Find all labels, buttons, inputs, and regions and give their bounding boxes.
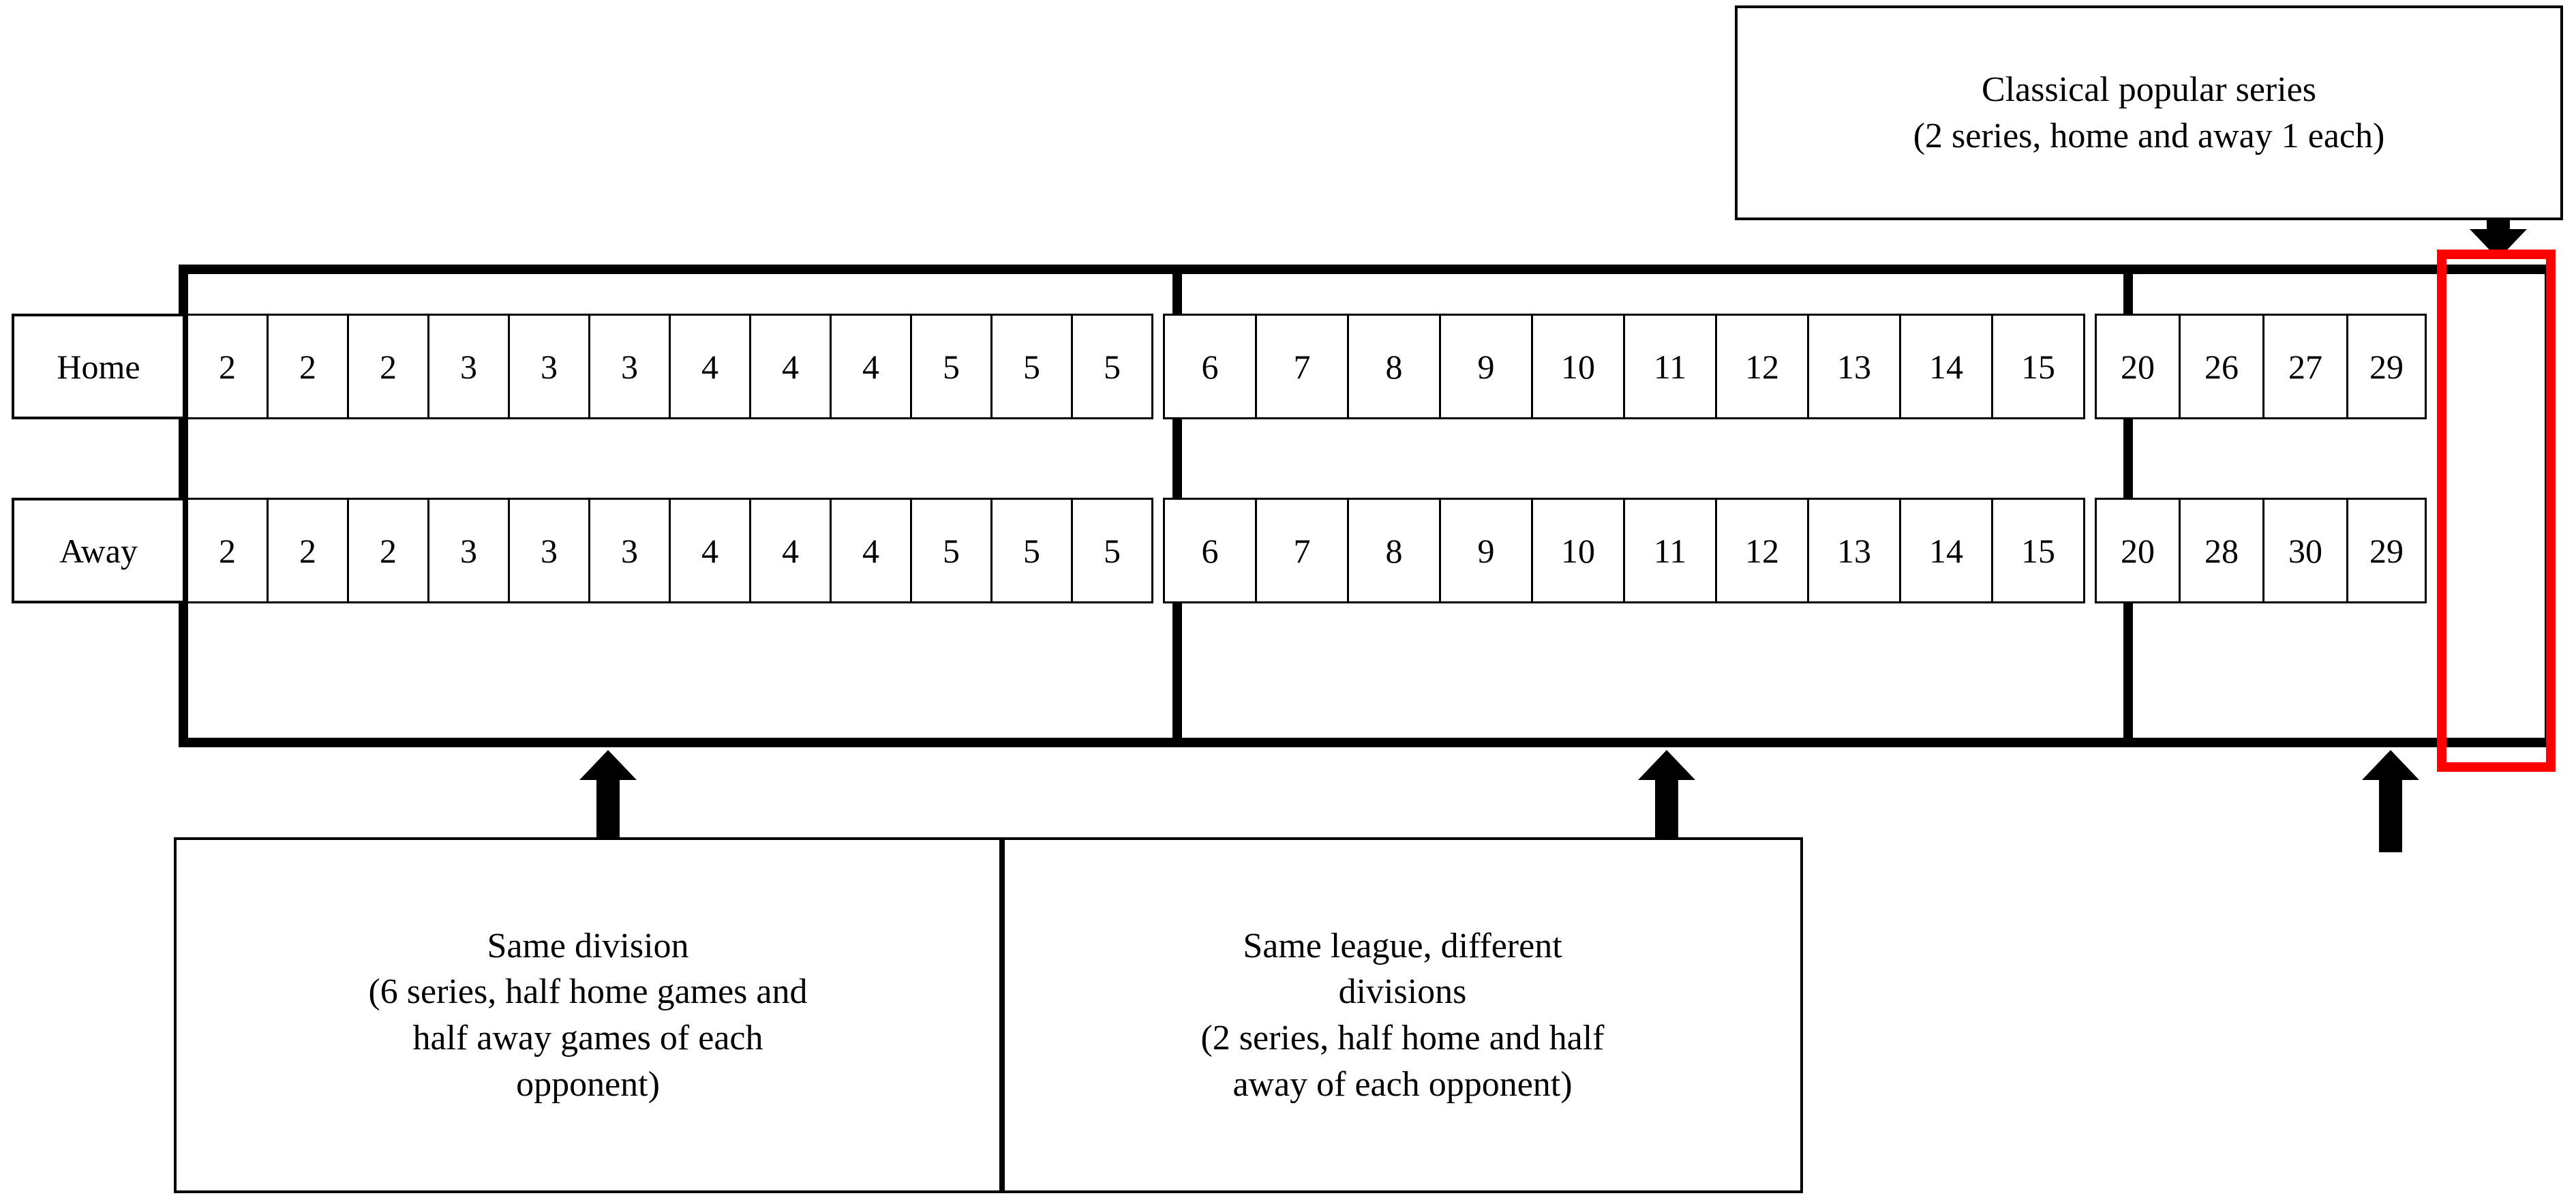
table-cell: 6 (1163, 314, 1257, 419)
table-cell: 4 (669, 498, 751, 603)
group-classical-away: 29 (2346, 498, 2427, 603)
table-cell: 5 (990, 314, 1073, 419)
table-cell: 4 (830, 498, 912, 603)
table-cell: 3 (508, 498, 590, 603)
table-cell: 9 (1439, 498, 1533, 603)
table-cell: 11 (1623, 314, 1717, 419)
table-cell: 5 (910, 498, 992, 603)
arrow-classical-to-column (2470, 220, 2527, 259)
table-cell: 7 (1255, 314, 1349, 419)
table-cell: 10 (1531, 314, 1625, 419)
row-label-away: Away (12, 498, 185, 603)
callout-line: divisions (1338, 972, 1467, 1012)
table-cell: 2 (347, 314, 429, 419)
table-cell: 14 (1899, 498, 1993, 603)
table-cell: 13 (1807, 314, 1901, 419)
table-cell-highlighted: 29 (2346, 314, 2427, 419)
group-interleague-away: 20 28 30 (2095, 498, 2348, 603)
table-cell: 4 (749, 314, 832, 419)
table-cell: 2 (267, 498, 349, 603)
same-division-callout: Same division (6 series, half home games… (174, 837, 1002, 1193)
table-cell: 4 (749, 498, 832, 603)
table-cell: 5 (990, 498, 1073, 603)
table-cell: 15 (1991, 314, 2085, 419)
table-cell: 12 (1715, 498, 1809, 603)
table-cell: 26 (2179, 314, 2264, 419)
table-cell: 13 (1807, 498, 1901, 603)
table-cell: 3 (588, 314, 671, 419)
table-cell: 20 (2095, 498, 2181, 603)
callout-line: Same division (487, 926, 689, 965)
table-cell: 3 (508, 314, 590, 419)
table-cell: 11 (1623, 498, 1717, 603)
table-cell: 9 (1439, 314, 1533, 419)
table-cell: 27 (2262, 314, 2348, 419)
row-label-home: Home (12, 314, 185, 419)
arrow-interleague (2362, 750, 2419, 852)
group-classical-home: 29 (2346, 314, 2427, 419)
table-cell: 2 (186, 498, 269, 603)
table-cell: 2 (267, 314, 349, 419)
table-cell: 3 (427, 498, 510, 603)
group-same-division-home: 2 2 2 3 3 3 4 4 4 5 5 5 (186, 314, 1153, 419)
table-cell: 4 (830, 314, 912, 419)
callout-line: (6 series, half home games and (368, 972, 808, 1012)
arrow-same-division (579, 750, 637, 849)
row-label-home-text: Home (57, 347, 140, 386)
group-same-division-away: 2 2 2 3 3 3 4 4 4 5 5 5 (186, 498, 1153, 603)
table-cell: 2 (347, 498, 429, 603)
table-cell: 5 (1071, 498, 1153, 603)
callout-line: (2 series, half home and half (1200, 1019, 1605, 1058)
table-cell: 3 (427, 314, 510, 419)
table-cell: 4 (669, 314, 751, 419)
callout-line: (2 series, home and away 1 each) (1913, 116, 2385, 155)
table-cell: 15 (1991, 498, 2085, 603)
row-label-away-text: Away (59, 531, 138, 570)
group-same-league-home: 6 7 8 9 10 11 12 13 14 15 (1163, 314, 2085, 419)
table-cell: 7 (1255, 498, 1349, 603)
table-cell: 28 (2179, 498, 2264, 603)
same-league-different-divisions-callout: Same league, different divisions (2 seri… (1002, 837, 1803, 1193)
table-cell: 5 (910, 314, 992, 419)
table-cell: 5 (1071, 314, 1153, 419)
callout-line: Classical popular series (1982, 70, 2316, 109)
table-cell: 12 (1715, 314, 1809, 419)
table-cell-highlighted: 29 (2346, 498, 2427, 603)
table-cell: 6 (1163, 498, 1257, 603)
arrow-same-league (1638, 750, 1695, 849)
callout-line: away of each opponent) (1232, 1064, 1573, 1104)
table-cell: 10 (1531, 498, 1625, 603)
callout-line: Same league, different (1243, 926, 1562, 965)
table-cell: 2 (186, 314, 269, 419)
table-cell: 30 (2262, 498, 2348, 603)
table-cell: 8 (1347, 498, 1441, 603)
group-interleague-home: 20 26 27 (2095, 314, 2348, 419)
callout-line: opponent) (516, 1064, 660, 1104)
callout-line: half away games of each (412, 1019, 763, 1058)
table-row-away: 2 2 2 3 3 3 4 4 4 5 5 5 6 7 8 9 10 11 12… (186, 498, 2427, 603)
table-cell: 8 (1347, 314, 1441, 419)
table-cell: 14 (1899, 314, 1993, 419)
table-row-home: 2 2 2 3 3 3 4 4 4 5 5 5 6 7 8 9 10 11 12… (186, 314, 2427, 419)
group-same-league-away: 6 7 8 9 10 11 12 13 14 15 (1163, 498, 2085, 603)
table-cell: 3 (588, 498, 671, 603)
table-cell: 20 (2095, 314, 2181, 419)
classical-popular-series-callout: Classical popular series (2 series, home… (1735, 5, 2563, 220)
